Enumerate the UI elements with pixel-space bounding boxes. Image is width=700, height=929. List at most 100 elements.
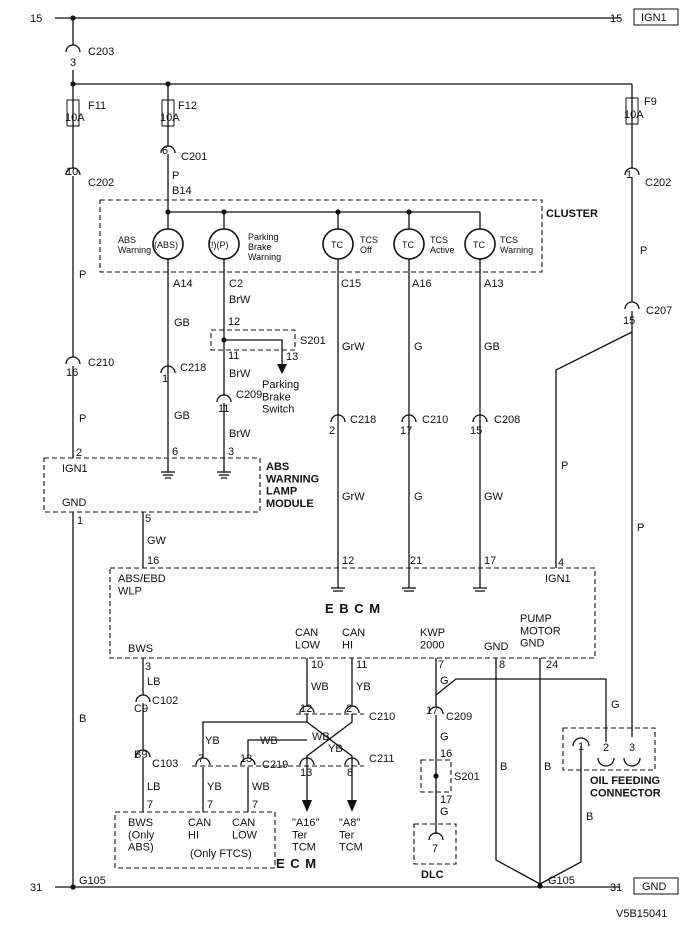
diagram-label: C209 [236, 389, 262, 401]
c210-bus-connector-a [299, 705, 315, 714]
oil-pin-2-connector [597, 757, 615, 767]
rail-top-left: 15 [30, 13, 42, 25]
diagram-label: G [414, 341, 423, 353]
diagram-label: 17 [400, 425, 412, 437]
diagram-label: TC [402, 240, 414, 250]
diagram-label: IGN1 [62, 463, 88, 475]
diagram-label: 2 [346, 703, 352, 715]
diagram-label: 31 [610, 882, 622, 894]
diagram-label: 1 [162, 373, 168, 385]
diagram-label: C202 [88, 177, 114, 189]
diagram-label: G [440, 806, 449, 818]
oil-pin-1-connector [572, 737, 590, 747]
diagram-label: C218 [350, 414, 376, 426]
diagram-label: C102 [152, 695, 178, 707]
diagram-label: IGN1 [545, 573, 571, 585]
diagram-label: DLC [421, 869, 444, 881]
diagram-label: 13 [240, 753, 252, 765]
c219-connector-a [195, 757, 211, 766]
ebcm-ground-icon [331, 574, 345, 592]
c210-left-connector [65, 356, 81, 365]
diagram-label: F9 [644, 96, 657, 108]
c207-connector [624, 301, 640, 310]
c218-left-connector [160, 365, 176, 374]
cluster-box [99, 199, 543, 273]
diagram-label: B [544, 761, 551, 773]
diagram-label: C9 [134, 703, 148, 715]
diagram-label: 7 [147, 799, 153, 811]
diagram-label: A13 [484, 278, 504, 290]
module-ground-icon [161, 458, 175, 479]
diagram-label: 12 [228, 316, 240, 328]
diagram-label: BrW [229, 368, 251, 380]
cluster-title: CLUSTER [546, 208, 598, 220]
diagram-label: C219 [262, 759, 288, 771]
diagram-label: TC [473, 240, 485, 250]
diagram-label: GND [484, 641, 509, 653]
diagram-label: 10A [160, 112, 180, 124]
diagram-label: GB [174, 410, 190, 422]
diagram-shape [633, 877, 679, 895]
oil-feeding-connector [562, 727, 656, 771]
gnd-rail: 31 31 GND G105 G105 [30, 875, 679, 895]
diagram-label: B [500, 761, 507, 773]
c203-pin: 3 [70, 57, 76, 69]
diagram-label: 13 [286, 351, 298, 363]
ign1-rail: 15 15 IGN1 [30, 8, 679, 26]
diagram-label: 17 [440, 794, 452, 806]
c201-connector [160, 145, 176, 154]
c103-connector [135, 749, 151, 758]
diagram-label: WB [260, 735, 278, 747]
diagram-label: P [79, 269, 86, 281]
diagram-label: 7 [432, 843, 438, 855]
diagram-label: GB [484, 341, 500, 353]
diagram-label: 10A [624, 109, 644, 121]
diagram-label: C218 [180, 362, 206, 374]
c211-connector-a [299, 757, 315, 766]
diagram-label: GND [642, 881, 667, 893]
diagram-label: BrW [229, 294, 251, 306]
diagram-label: G105 [548, 875, 575, 887]
diagram-label: TC [331, 240, 343, 250]
diagram-label: 10 [311, 659, 323, 671]
diagram-label: 15 [623, 315, 635, 327]
rail-top-right: 15 [610, 13, 622, 25]
diagram-label: 6 [172, 446, 178, 458]
splice-dot [537, 883, 543, 889]
fuse-f11: F11 10A [65, 84, 106, 127]
diagram-label: 31 [30, 882, 42, 894]
diagram-label: C211 [369, 753, 394, 765]
c203-connector [65, 44, 81, 53]
diagram-label: 4 [558, 557, 564, 569]
diagram-label: G [440, 675, 449, 687]
diagram-label: B [586, 811, 593, 823]
diagram-label: GrW [342, 491, 365, 503]
diagram-label: GW [147, 535, 167, 547]
abs-warning-lamp-module [43, 457, 261, 513]
diagram-label: 6 [162, 145, 168, 157]
wire [224, 339, 283, 364]
diagram-label: GND [62, 497, 87, 509]
diagram-label: A16 [412, 278, 432, 290]
diagram-label: BWS [128, 643, 153, 655]
wire [495, 658, 541, 885]
diagram-label: 8 [347, 767, 353, 779]
oil-pin-3-connector [623, 757, 641, 767]
diagram-label: YB [356, 681, 371, 693]
diagram-label: 8 [499, 659, 505, 671]
diagram-label: F12 [178, 100, 197, 112]
diagram-label: 12 [342, 555, 354, 567]
diagram-label: 11 [356, 659, 367, 671]
diagram-label: 15 [470, 425, 482, 437]
diagram-label: 2 [603, 742, 609, 754]
c202-right-connector [624, 167, 640, 176]
diagram-label: C202 [645, 177, 671, 189]
